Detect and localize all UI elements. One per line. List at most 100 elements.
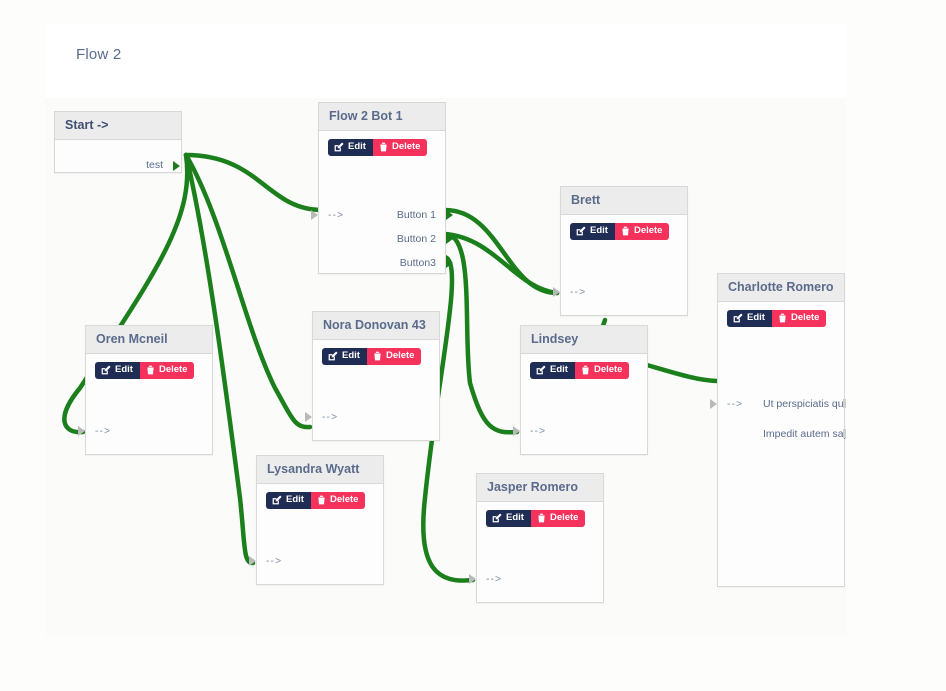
- delete-button-label: Delete: [158, 364, 188, 376]
- output-port-test[interactable]: test: [64, 158, 180, 173]
- input-handle-icon[interactable]: [78, 426, 85, 436]
- node-actions: Edit Delete: [727, 310, 827, 327]
- trash-icon: [379, 142, 388, 152]
- edit-button[interactable]: Edit: [322, 348, 367, 365]
- output-handle-icon[interactable]: [446, 210, 453, 220]
- node-lindsey[interactable]: Lindsey Edit Delete: [513, 325, 648, 455]
- input-port-label: -->: [322, 411, 339, 423]
- delete-button[interactable]: Delete: [366, 348, 422, 365]
- edge-button2-to-brett: [442, 231, 560, 296]
- input-port-label: -->: [570, 286, 587, 298]
- edit-button[interactable]: Edit: [266, 492, 311, 509]
- output-port-label: Impedit autem sapie: [763, 428, 846, 440]
- delete-button[interactable]: Delete: [614, 223, 670, 240]
- node-body: Edit Delete -->: [305, 340, 439, 441]
- output-port-label: Button 1: [396, 209, 436, 221]
- node-flow-2-bot-1[interactable]: Flow 2 Bot 1 Edit Delete: [311, 102, 453, 274]
- delete-button[interactable]: Delete: [310, 492, 366, 509]
- port-list: -->: [469, 572, 603, 587]
- output-handle-icon[interactable]: [446, 258, 453, 268]
- edge-button1-to-brett: [442, 207, 560, 296]
- port-row: Button 2: [319, 232, 453, 247]
- port-list: -->: [249, 554, 383, 569]
- edit-button[interactable]: Edit: [95, 362, 140, 379]
- node-title: Lindsey: [521, 326, 647, 354]
- node-start[interactable]: Start -> test: [54, 111, 182, 173]
- port-row: Impedit autem sapie: [718, 427, 846, 442]
- edit-icon: [492, 513, 502, 523]
- node-charlotte-romero[interactable]: Charlotte Romero Edit Delete: [710, 273, 846, 587]
- output-port-label: Button 2: [396, 233, 436, 245]
- edit-icon: [272, 495, 282, 505]
- node-title: Flow 2 Bot 1: [319, 103, 445, 131]
- edit-button[interactable]: Edit: [486, 510, 531, 527]
- delete-button-label: Delete: [391, 141, 421, 153]
- output-port-label: Ut perspiciatis qua: [763, 398, 846, 410]
- node-title: Jasper Romero: [477, 474, 603, 502]
- input-handle-icon[interactable]: [513, 426, 520, 436]
- page-title: Flow 2: [76, 46, 122, 63]
- output-handle-icon[interactable]: [446, 234, 453, 244]
- delete-button-label: Delete: [329, 494, 359, 506]
- edit-button[interactable]: Edit: [328, 139, 373, 156]
- node-jasper-romero[interactable]: Jasper Romero Edit Delete: [469, 473, 604, 603]
- node-title: Charlotte Romero: [718, 274, 844, 302]
- node-title: Nora Donovan 43: [313, 312, 439, 340]
- edit-button-label: Edit: [506, 512, 524, 524]
- delete-button[interactable]: Delete: [139, 362, 195, 379]
- node-oren-mcneil[interactable]: Oren Mcneil Edit Delete: [78, 325, 213, 455]
- node-body: test: [55, 140, 181, 173]
- trash-icon: [778, 313, 787, 323]
- edit-button[interactable]: Edit: [530, 362, 575, 379]
- edit-button-label: Edit: [590, 225, 608, 237]
- edit-button-label: Edit: [342, 350, 360, 362]
- trash-icon: [146, 365, 155, 375]
- delete-button[interactable]: Delete: [771, 310, 827, 327]
- input-handle-icon[interactable]: [249, 556, 256, 566]
- flow-canvas[interactable]: Start -> test Flow 2 Bot 1 Edit: [45, 98, 846, 635]
- port-row: --> Button 1: [311, 208, 453, 223]
- edit-button[interactable]: Edit: [570, 223, 615, 240]
- edit-icon: [328, 351, 338, 361]
- delete-button[interactable]: Delete: [530, 510, 586, 527]
- edit-icon: [576, 226, 586, 236]
- node-title: Lysandra Wyatt: [257, 456, 383, 484]
- input-port-label: -->: [486, 573, 503, 585]
- input-port-label: -->: [95, 425, 112, 437]
- port-list: -->: [78, 424, 212, 439]
- delete-button[interactable]: Delete: [372, 139, 428, 156]
- node-body: Edit Delete -->: [249, 484, 383, 585]
- input-handle-icon[interactable]: [305, 412, 312, 422]
- delete-button[interactable]: Delete: [574, 362, 630, 379]
- node-actions: Edit Delete: [570, 223, 670, 240]
- port-row: --> Ut perspiciatis qua: [710, 397, 846, 412]
- node-actions: Edit Delete: [322, 348, 422, 365]
- node-title: Brett: [561, 187, 687, 215]
- output-handle-icon[interactable]: [173, 161, 180, 171]
- input-handle-icon[interactable]: [710, 399, 717, 409]
- node-brett[interactable]: Brett Edit Delete: [553, 186, 688, 316]
- trash-icon: [373, 351, 382, 361]
- node-lysandra-wyatt[interactable]: Lysandra Wyatt Edit Delete: [249, 455, 384, 585]
- node-body: Edit Delete -->: [513, 354, 647, 455]
- flow-header-panel: Flow 2: [45, 24, 846, 98]
- output-port-label: test: [146, 159, 163, 171]
- edit-button-label: Edit: [286, 494, 304, 506]
- node-actions: Edit Delete: [530, 362, 630, 379]
- output-handle-icon[interactable]: [843, 429, 846, 438]
- edit-icon: [101, 365, 111, 375]
- node-title: Start ->: [55, 112, 181, 140]
- edit-button-label: Edit: [747, 312, 765, 324]
- edit-icon: [536, 365, 546, 375]
- node-nora-donovan-43[interactable]: Nora Donovan 43 Edit Delete: [305, 311, 440, 441]
- input-handle-icon[interactable]: [469, 574, 476, 584]
- edit-button[interactable]: Edit: [727, 310, 772, 327]
- input-handle-icon[interactable]: [553, 287, 560, 297]
- port-list: -->: [553, 285, 687, 300]
- port-row: -->: [249, 554, 383, 569]
- output-handle-icon[interactable]: [843, 399, 846, 408]
- delete-button-label: Delete: [593, 364, 623, 376]
- input-handle-icon[interactable]: [311, 210, 318, 220]
- edit-icon: [733, 313, 743, 323]
